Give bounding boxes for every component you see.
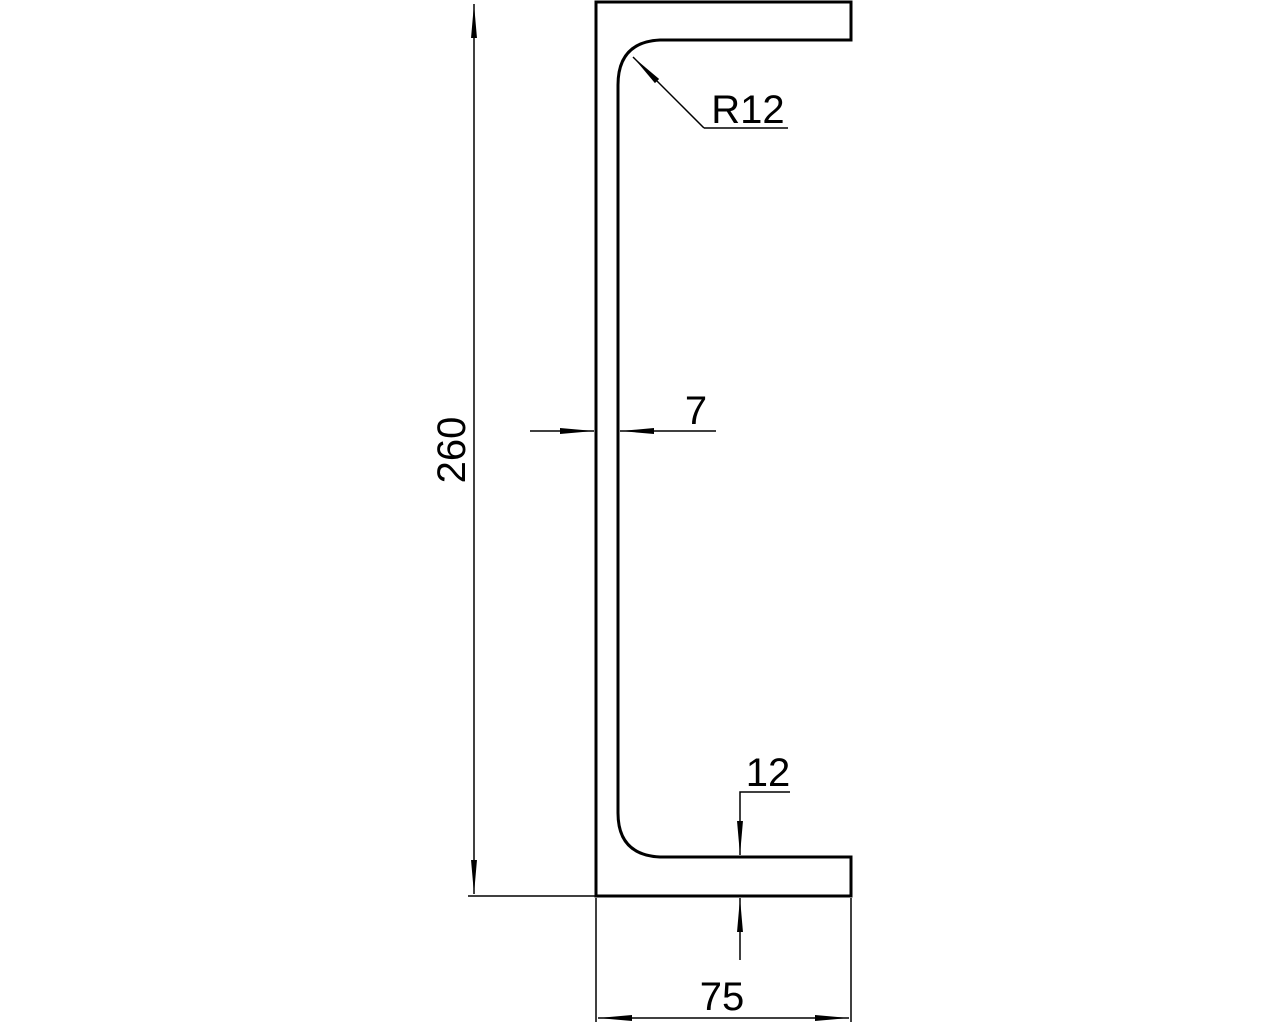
flange-thickness-label: 12 [746, 751, 791, 795]
flange-thickness-dimension: 12 [737, 751, 791, 960]
web-thickness-label: 7 [685, 389, 707, 433]
height-dimension: 260 [430, 4, 596, 897]
height-dimension-label: 260 [430, 417, 474, 484]
flange-width-label: 75 [700, 975, 745, 1019]
fillet-radius-leader [632, 56, 705, 129]
flange-thickness-leader-top [737, 791, 790, 855]
channel-profile-outline [594, 0, 853, 898]
flange-width-dimension: 75 [595, 898, 852, 1022]
fillet-radius-callout: R12 [632, 56, 788, 132]
web-thickness-dimension: 7 [530, 389, 716, 434]
fillet-radius-label: R12 [711, 88, 784, 132]
